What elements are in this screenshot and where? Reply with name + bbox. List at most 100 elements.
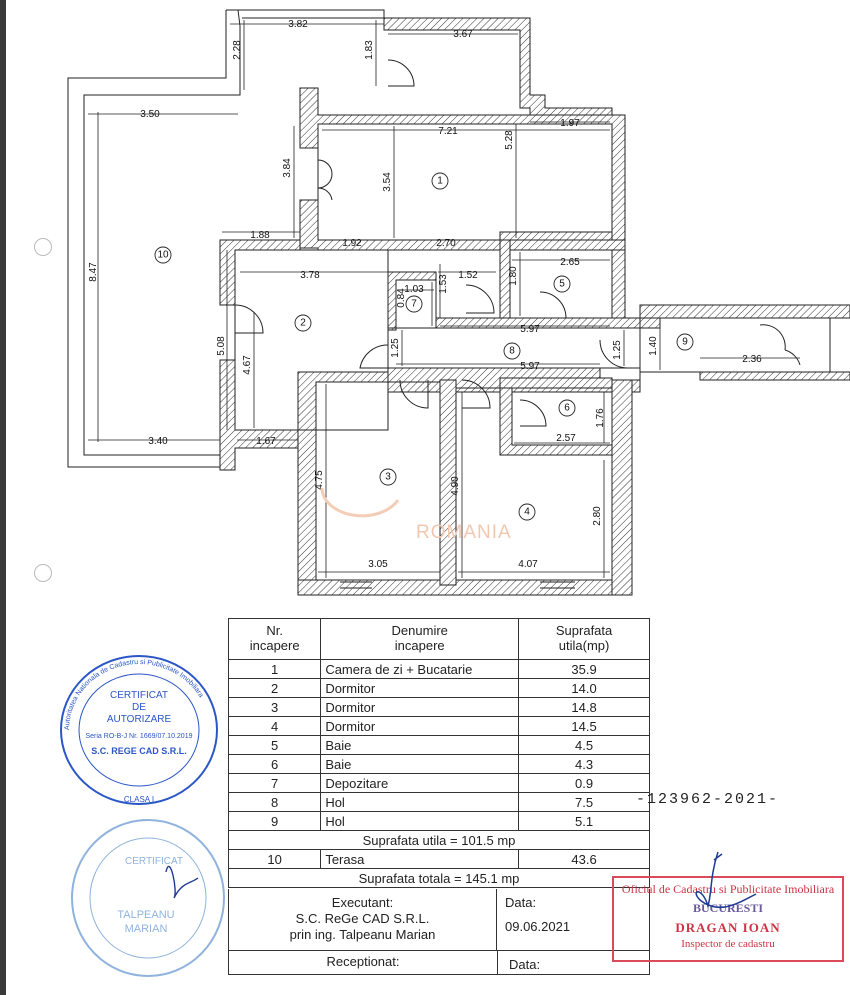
room-number-4: 4	[524, 507, 530, 518]
dimension-label: 2.28	[232, 40, 243, 60]
room-number-2: 2	[300, 318, 306, 329]
authorization-title1: CERTIFICAT	[110, 690, 168, 701]
dimension-label: 1.97	[560, 118, 580, 129]
wall-corridor-top	[435, 304, 850, 329]
cell-area: 14.0	[518, 678, 650, 698]
cell-area: 5.1	[518, 811, 650, 831]
cell-name: Baie	[320, 754, 520, 774]
personal-name2: MARIAN	[125, 923, 168, 935]
office-line3: DRAGAN IOAN	[675, 920, 781, 935]
grand-total-row: Suprafata totala = 145.1 mp	[228, 868, 650, 888]
wall-room2-b	[219, 359, 299, 471]
dimension-label: 3.84	[282, 158, 293, 178]
dimension-label: 2.65	[560, 257, 580, 268]
office-line1: Oficiul de Cadastru si Publicitate Imobi…	[621, 882, 835, 896]
dimension-label: 1.76	[595, 408, 606, 428]
cell-nr: 8	[227, 792, 322, 812]
cell-nr: 5	[227, 735, 322, 755]
terrace-name: Terasa	[320, 849, 520, 869]
room-number-5: 5	[559, 279, 565, 290]
wall-room3	[297, 371, 389, 581]
executant-date: 09.06.2021	[505, 919, 571, 934]
dimension-label: 4.67	[242, 355, 253, 375]
dimension-label: 1.80	[508, 266, 519, 286]
room-number-8: 8	[509, 346, 515, 357]
room-number-3: 3	[385, 472, 391, 483]
useful-total-row: Suprafata utila = 101.5 mp	[228, 830, 650, 850]
cell-name: Camera de zi + Bucatarie	[320, 659, 520, 679]
authorization-class: CLASA I	[124, 795, 154, 804]
punch-hole	[34, 238, 52, 256]
executant-box: Executant: S.C. ReGe CAD S.R.L. prin ing…	[228, 889, 650, 951]
dimension-label: 1.53	[438, 274, 449, 294]
dimension-label: 3.82	[288, 19, 308, 30]
sheet-edge	[0, 0, 6, 995]
dimension-label: 1.25	[390, 338, 401, 358]
terrace-outline	[67, 9, 241, 468]
dimension-label: 4.07	[518, 559, 538, 570]
authorization-stamp: Autoritatea Nationala de Cadastru si Pub…	[60, 655, 218, 805]
dimension-label: 2.70	[436, 238, 456, 249]
cell-area: 14.8	[518, 697, 650, 717]
cell-nr: 9	[227, 811, 322, 831]
punch-hole	[34, 564, 52, 582]
received-box: Receptionat: Data:	[228, 951, 650, 975]
room-9-outline	[639, 317, 831, 373]
received-date-label: Data:	[509, 957, 541, 972]
terrace-row: 10 Terasa 43.6	[227, 849, 650, 869]
dimension-label: 0.84	[396, 288, 407, 308]
cell-nr: 6	[227, 754, 322, 774]
cell-nr: 7	[227, 773, 322, 793]
dimension-label: 1.92	[342, 238, 362, 249]
cell-area: 14.5	[518, 716, 650, 736]
dimension-label: 1.83	[364, 40, 375, 60]
registration-number: -123962-2021-	[636, 791, 780, 808]
dimension-label: 3.54	[382, 172, 393, 192]
dimension-label: 4.75	[314, 470, 325, 490]
cell-area: 0.9	[518, 773, 650, 793]
cell-nr: 2	[227, 678, 322, 698]
dimension-label: 3.67	[453, 29, 473, 40]
cell-nr: 1	[227, 659, 322, 679]
terrace-nr: 10	[227, 849, 322, 869]
cell-name: Depozitare	[320, 773, 520, 793]
executant-engineer: prin ing. Talpeanu Marian	[289, 927, 436, 942]
wall-bath5-b	[611, 249, 626, 319]
dimension-label: 1.67	[256, 436, 276, 447]
dimension-label: 3.05	[368, 559, 388, 570]
useful-total: Suprafata utila = 101.5 mp	[228, 830, 650, 850]
received-label: Receptionat:	[229, 951, 498, 974]
personal-name1: TALPEANU	[117, 909, 174, 921]
dimension-label: 3.40	[148, 436, 168, 447]
dimension-label: 1.52	[458, 270, 478, 281]
office-line4: Inspector de cadastru	[681, 938, 775, 950]
cell-nr: 3	[227, 697, 322, 717]
authorization-company: S.C. REGE CAD S.R.L.	[91, 746, 187, 756]
dimension-label: 5.97	[520, 324, 540, 335]
cell-name: Dormitor	[320, 697, 520, 717]
office-stamp: Oficiul de Cadastru si Publicitate Imobi…	[612, 876, 844, 962]
grand-total: Suprafata totala = 145.1 mp	[228, 868, 650, 888]
watermark-text: ROMANIA	[416, 522, 512, 543]
dimension-label: 7.21	[438, 126, 458, 137]
dimension-label: 5.08	[216, 336, 227, 356]
cell-name: Dormitor	[320, 716, 520, 736]
room-number-1: 1	[437, 176, 443, 187]
personal-title: CERTIFICAT	[125, 856, 183, 867]
room-number-10: 10	[157, 250, 169, 261]
cell-area: 4.3	[518, 754, 650, 774]
room-3-outline	[315, 381, 441, 581]
room-number-6: 6	[564, 403, 570, 414]
dimension-label: 2.57	[556, 433, 576, 444]
cell-name: Dormitor	[320, 678, 520, 698]
cell-name: Hol	[320, 792, 520, 812]
dimension-label: 1.03	[404, 284, 424, 295]
